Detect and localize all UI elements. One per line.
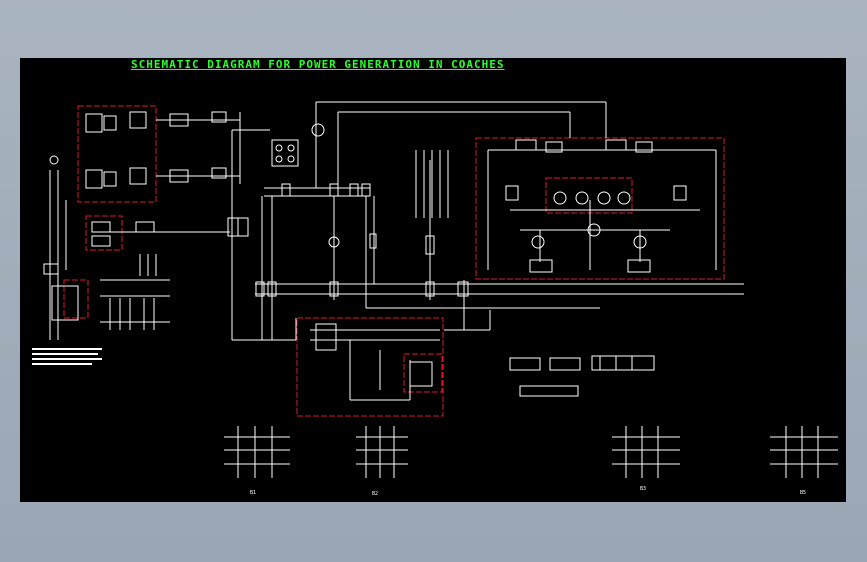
boundary-control-panel	[475, 137, 725, 280]
grid-label-b5: B5	[800, 490, 807, 496]
grid-frames	[224, 426, 838, 478]
red-boundaries	[63, 105, 725, 417]
grid-label-b2: B2	[372, 491, 379, 497]
components	[43, 111, 687, 387]
boundary-generators	[77, 105, 157, 203]
boundary-left-device	[63, 279, 89, 319]
grid-frame-b2	[356, 426, 408, 478]
notes-block	[32, 348, 102, 365]
grid-label-b3: B3	[640, 486, 647, 492]
boundary-meters	[545, 177, 633, 214]
grid-frame-b1	[224, 426, 290, 478]
grid-frame-b5	[770, 426, 838, 478]
boundary-relay	[85, 215, 123, 251]
diagram-title: SCHEMATIC DIAGRAM FOR POWER GENERATION I…	[131, 58, 505, 71]
switch-stacks	[109, 150, 449, 330]
boundary-rectifier	[296, 317, 444, 417]
legend-tables	[509, 355, 655, 397]
wiring	[49, 101, 744, 401]
grid-frame-b3	[612, 426, 680, 478]
boundary-regulator	[403, 353, 443, 393]
grid-label-b1: B1	[250, 490, 257, 496]
